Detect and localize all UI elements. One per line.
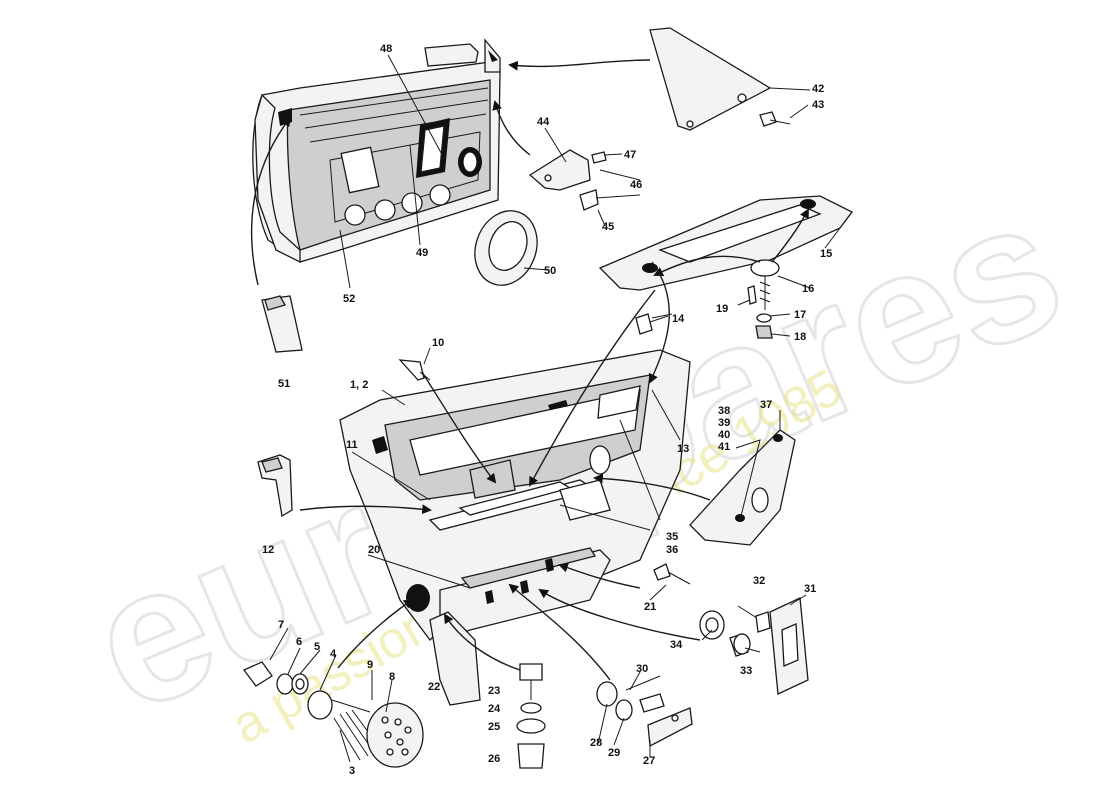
callout-23: 23 <box>488 685 500 697</box>
assembly-arrows <box>250 59 809 681</box>
callout-40: 40 <box>718 429 730 441</box>
callout-33: 33 <box>740 665 752 677</box>
bolt-32 <box>737 605 771 633</box>
callout-11: 11 <box>346 439 358 451</box>
rivet-21 <box>653 563 691 585</box>
trim-clip <box>261 295 303 353</box>
armrest-fasteners <box>747 259 780 339</box>
callout-47: 47 <box>624 149 636 161</box>
callout-18: 18 <box>794 331 806 343</box>
pocket-bolt-stack <box>516 663 546 769</box>
callout-41: 41 <box>718 441 730 453</box>
callout-50: 50 <box>544 265 556 277</box>
pocket-fixings <box>596 675 693 748</box>
callout-39: 39 <box>718 417 730 429</box>
callout-14: 14 <box>672 313 685 325</box>
clip-34 <box>699 610 725 640</box>
callout-45: 45 <box>602 221 614 233</box>
callout-1-2: 1, 2 <box>350 379 368 391</box>
clip-12 <box>257 454 293 518</box>
callout-31: 31 <box>804 583 816 595</box>
callout-46: 46 <box>630 179 642 191</box>
callout-22: 22 <box>428 681 440 693</box>
clip-33 <box>729 633 751 657</box>
callout-28: 28 <box>590 737 602 749</box>
callout-8: 8 <box>389 671 395 683</box>
callout-20: 20 <box>368 544 380 556</box>
triangle-panel <box>649 27 791 131</box>
callout-44: 44 <box>537 116 550 128</box>
callout-38: 38 <box>718 405 730 417</box>
door-trim-panel <box>339 349 691 706</box>
callout-51: 51 <box>278 378 290 390</box>
callout-15: 15 <box>820 248 832 260</box>
callout-27: 27 <box>643 755 655 767</box>
callout-21: 21 <box>644 601 656 613</box>
callout-34: 34 <box>670 639 683 651</box>
callout-48: 48 <box>380 43 392 55</box>
callout-5: 5 <box>314 641 320 653</box>
callout-29: 29 <box>608 747 620 759</box>
callout-35: 35 <box>666 531 678 543</box>
callout-12: 12 <box>262 544 274 556</box>
callout-30: 30 <box>636 663 648 675</box>
callout-16: 16 <box>802 283 814 295</box>
callout-37: 37 <box>760 399 772 411</box>
callout-6: 6 <box>296 636 302 648</box>
callout-19: 19 <box>716 303 728 315</box>
screw-10 <box>398 359 431 381</box>
callout-7: 7 <box>278 619 284 631</box>
callout-32: 32 <box>753 575 765 587</box>
callout-labels: 48 42 43 44 47 46 45 49 50 52 51 15 16 1… <box>262 43 832 777</box>
mirror-bracket <box>528 149 641 211</box>
grille-assembly <box>307 690 424 768</box>
callout-4: 4 <box>330 648 337 660</box>
callout-49: 49 <box>416 247 428 259</box>
plate-31 <box>769 597 809 695</box>
callout-42: 42 <box>812 83 824 95</box>
callout-24: 24 <box>488 703 501 715</box>
screw-14 <box>635 313 669 335</box>
callout-43: 43 <box>812 99 824 111</box>
callout-25: 25 <box>488 721 500 733</box>
callout-3: 3 <box>349 765 355 777</box>
speaker-fixings <box>242 661 309 695</box>
callout-10: 10 <box>432 337 444 349</box>
leader-lines <box>269 54 853 763</box>
callout-13: 13 <box>677 443 689 455</box>
armrest-top-cover <box>598 195 853 291</box>
callout-36: 36 <box>666 544 678 556</box>
seal-ring <box>474 210 538 286</box>
callout-52: 52 <box>343 293 355 305</box>
callout-17: 17 <box>794 309 806 321</box>
callout-9: 9 <box>367 659 373 671</box>
callout-26: 26 <box>488 753 500 765</box>
quarter-trim-37 <box>689 429 796 546</box>
door-inner-frame <box>252 38 501 264</box>
